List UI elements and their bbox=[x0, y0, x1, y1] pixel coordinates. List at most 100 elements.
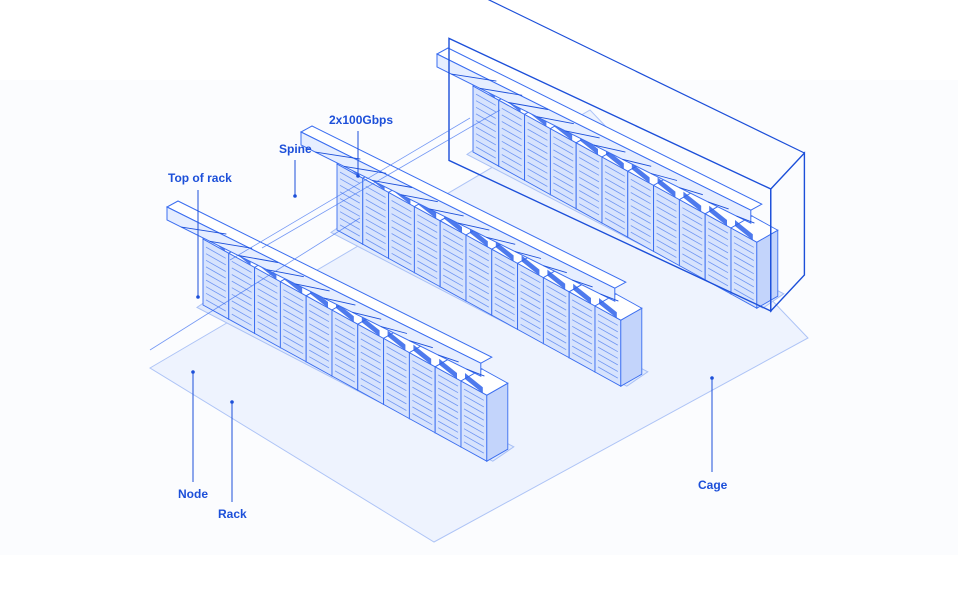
node-slot bbox=[468, 275, 489, 288]
node-slot bbox=[656, 206, 677, 219]
node-slot bbox=[520, 317, 541, 330]
node-slot bbox=[391, 226, 412, 239]
node-slot bbox=[546, 291, 567, 304]
node-slot bbox=[438, 420, 459, 433]
node-slot bbox=[257, 314, 278, 327]
node-slot bbox=[205, 246, 226, 259]
top-of-rack-switch bbox=[657, 177, 676, 198]
node-slot bbox=[708, 228, 729, 241]
node-slot bbox=[205, 299, 226, 312]
node-slot bbox=[733, 281, 754, 294]
node-slot bbox=[283, 328, 304, 341]
uplink bbox=[437, 354, 459, 363]
node-slot bbox=[527, 148, 548, 161]
node-slot bbox=[682, 233, 703, 246]
node-slot bbox=[468, 242, 489, 255]
node-slot bbox=[553, 169, 574, 182]
node-slot bbox=[443, 261, 464, 274]
link-dot bbox=[356, 174, 360, 178]
node-slot bbox=[733, 255, 754, 268]
node-slot bbox=[334, 350, 355, 363]
node-slot bbox=[733, 248, 754, 261]
node-slot bbox=[309, 356, 330, 369]
node-slot bbox=[365, 218, 386, 231]
node-slot bbox=[682, 220, 703, 233]
node-slot bbox=[520, 290, 541, 303]
rack-row-2 bbox=[299, 125, 649, 387]
node-slot bbox=[334, 317, 355, 330]
node-slot bbox=[339, 198, 360, 211]
node-slot bbox=[360, 358, 381, 371]
node-slot bbox=[520, 271, 541, 284]
node-slot bbox=[572, 332, 593, 345]
node-slot bbox=[546, 285, 567, 298]
rack-label: Rack bbox=[218, 507, 247, 521]
node-slot bbox=[656, 232, 677, 245]
node-slot bbox=[733, 268, 754, 281]
node-slot bbox=[257, 327, 278, 340]
node-slot bbox=[468, 295, 489, 308]
node-slot bbox=[656, 199, 677, 212]
uplink bbox=[514, 251, 542, 259]
node-slot bbox=[520, 304, 541, 317]
node-slot bbox=[360, 364, 381, 377]
callouts: Top of rack Spine 2x100Gbps Node Rack Ca… bbox=[168, 113, 728, 521]
node-slot bbox=[604, 184, 625, 197]
node-slot bbox=[630, 218, 651, 231]
node-slot bbox=[463, 388, 484, 401]
node-slot bbox=[391, 239, 412, 252]
uplink bbox=[181, 226, 227, 235]
node-slot bbox=[572, 299, 593, 312]
node-slot bbox=[597, 366, 618, 379]
node-slot bbox=[391, 206, 412, 219]
node-slot bbox=[365, 192, 386, 205]
node-slot bbox=[604, 164, 625, 177]
node-slot bbox=[475, 93, 496, 106]
cage-dot bbox=[710, 376, 714, 380]
node-slot bbox=[339, 224, 360, 237]
spine-bar-front bbox=[300, 131, 616, 303]
node-slot bbox=[283, 289, 304, 302]
inter-row-links bbox=[149, 109, 501, 351]
node-slot bbox=[656, 239, 677, 252]
node-slot bbox=[257, 321, 278, 334]
uplink bbox=[479, 87, 523, 96]
node-slot bbox=[334, 344, 355, 357]
node-slot bbox=[520, 323, 541, 336]
node-slot bbox=[630, 178, 651, 191]
node-slot bbox=[417, 234, 438, 247]
node-slot bbox=[417, 253, 438, 266]
uplink bbox=[486, 236, 516, 245]
node-slot bbox=[339, 178, 360, 191]
node-slot bbox=[334, 324, 355, 337]
node-slot bbox=[438, 414, 459, 427]
node-slot bbox=[205, 286, 226, 299]
node-slot bbox=[443, 228, 464, 241]
node-slot bbox=[553, 156, 574, 169]
node-slot bbox=[604, 197, 625, 210]
inter-row-link bbox=[229, 117, 471, 261]
uplink bbox=[451, 73, 497, 82]
node-slot bbox=[231, 307, 252, 320]
node-slot bbox=[339, 191, 360, 204]
uplink bbox=[650, 173, 678, 181]
node-slot bbox=[360, 371, 381, 384]
node-slot bbox=[708, 247, 729, 260]
uplink bbox=[565, 130, 600, 139]
node-slot bbox=[572, 352, 593, 365]
node-slot bbox=[412, 373, 433, 386]
node-slot bbox=[630, 192, 651, 205]
node-slot bbox=[494, 263, 515, 276]
uplink bbox=[400, 194, 438, 203]
node-slot bbox=[205, 273, 226, 286]
node-slot bbox=[604, 217, 625, 230]
node-slot bbox=[463, 434, 484, 447]
node-slot bbox=[733, 262, 754, 275]
node-slot bbox=[553, 162, 574, 175]
node-slot bbox=[494, 303, 515, 316]
node-slot bbox=[231, 260, 252, 273]
node-slot bbox=[501, 121, 522, 134]
node-slot bbox=[597, 320, 618, 333]
node-slot bbox=[365, 225, 386, 238]
uplink bbox=[209, 240, 253, 249]
